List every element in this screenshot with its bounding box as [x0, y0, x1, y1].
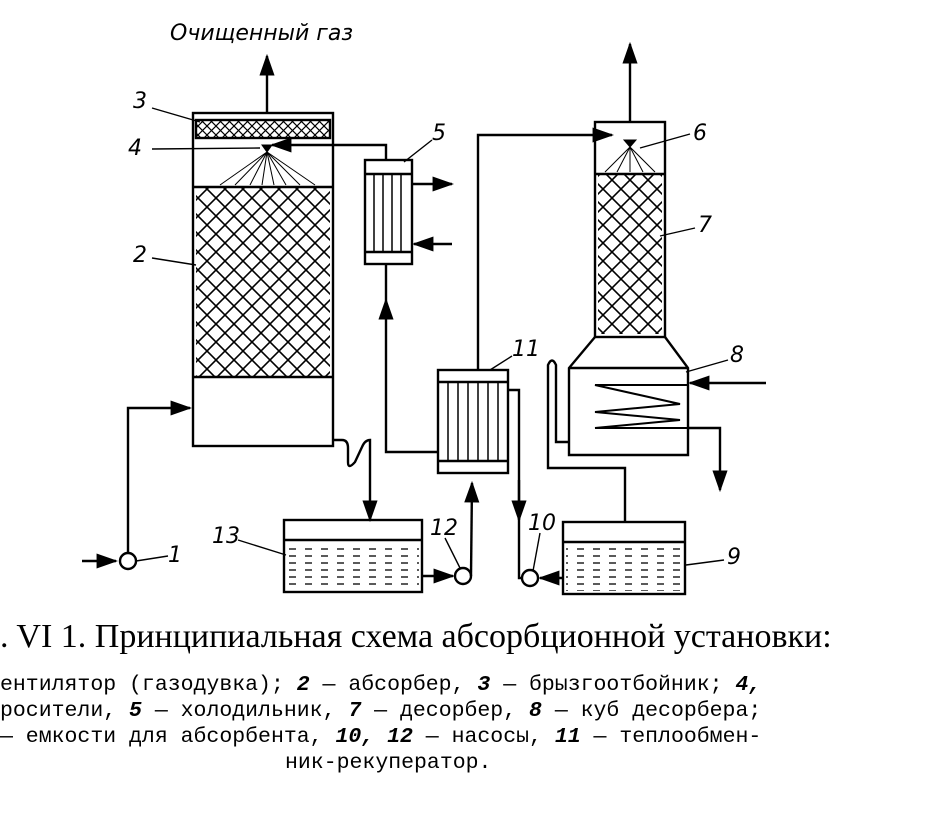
- mist-eliminator-3: [194, 118, 332, 140]
- label-7: 7: [698, 213, 712, 238]
- absorber-2: [191, 111, 335, 448]
- sprayer-4: [219, 144, 316, 186]
- tank-13: [282, 518, 424, 594]
- tank-9: [561, 520, 687, 596]
- label-9: 9: [727, 545, 741, 570]
- label-2: 2: [133, 243, 147, 268]
- label-3: 3: [133, 89, 147, 114]
- label-1: 1: [168, 543, 182, 568]
- heat-exchanger-11: [436, 368, 510, 475]
- label-10: 10: [528, 511, 556, 536]
- lean-absorbent-line: [378, 297, 438, 454]
- legend-line-1: ентилятор (газодувка); 2 — абсорбер, 3 —…: [0, 673, 762, 697]
- figure-caption: . VI 1. Принципиальная схема абсорбционн…: [0, 618, 832, 655]
- reboiler-8: [567, 336, 690, 457]
- label-6: 6: [693, 121, 707, 146]
- legend-line-4: ник-рекуператор.: [285, 751, 492, 775]
- label-8: 8: [730, 343, 744, 368]
- legend-line-2: росители, 5 — холодильник, 7 — десорбер,…: [0, 699, 762, 723]
- cooler-5: [363, 158, 414, 266]
- fan-1: [118, 551, 138, 571]
- pump-12: [453, 566, 473, 586]
- rich-absorbent-line: [476, 127, 615, 370]
- label-5: 5: [432, 121, 446, 146]
- desorber-7: [593, 120, 667, 339]
- legend-line-3: — емкости для абсорбента, 10, 12 — насос…: [0, 725, 762, 749]
- condensate-out-arrow: [688, 426, 728, 493]
- gas-out-label: Очищенный газ: [170, 21, 353, 46]
- pump-10: [520, 568, 540, 588]
- gas-inlet-line: [126, 400, 193, 553]
- absorption-plant-diagram: Очищенный газ 1 2 3 4 5 6 7 8 9 10 11 12…: [82, 21, 766, 596]
- sprayer-6: [604, 139, 656, 173]
- label-4: 4: [128, 136, 142, 161]
- label-11: 11: [512, 337, 540, 362]
- label-12: 12: [430, 516, 458, 541]
- absorber-drain-line: [333, 438, 378, 523]
- label-13: 13: [212, 524, 240, 549]
